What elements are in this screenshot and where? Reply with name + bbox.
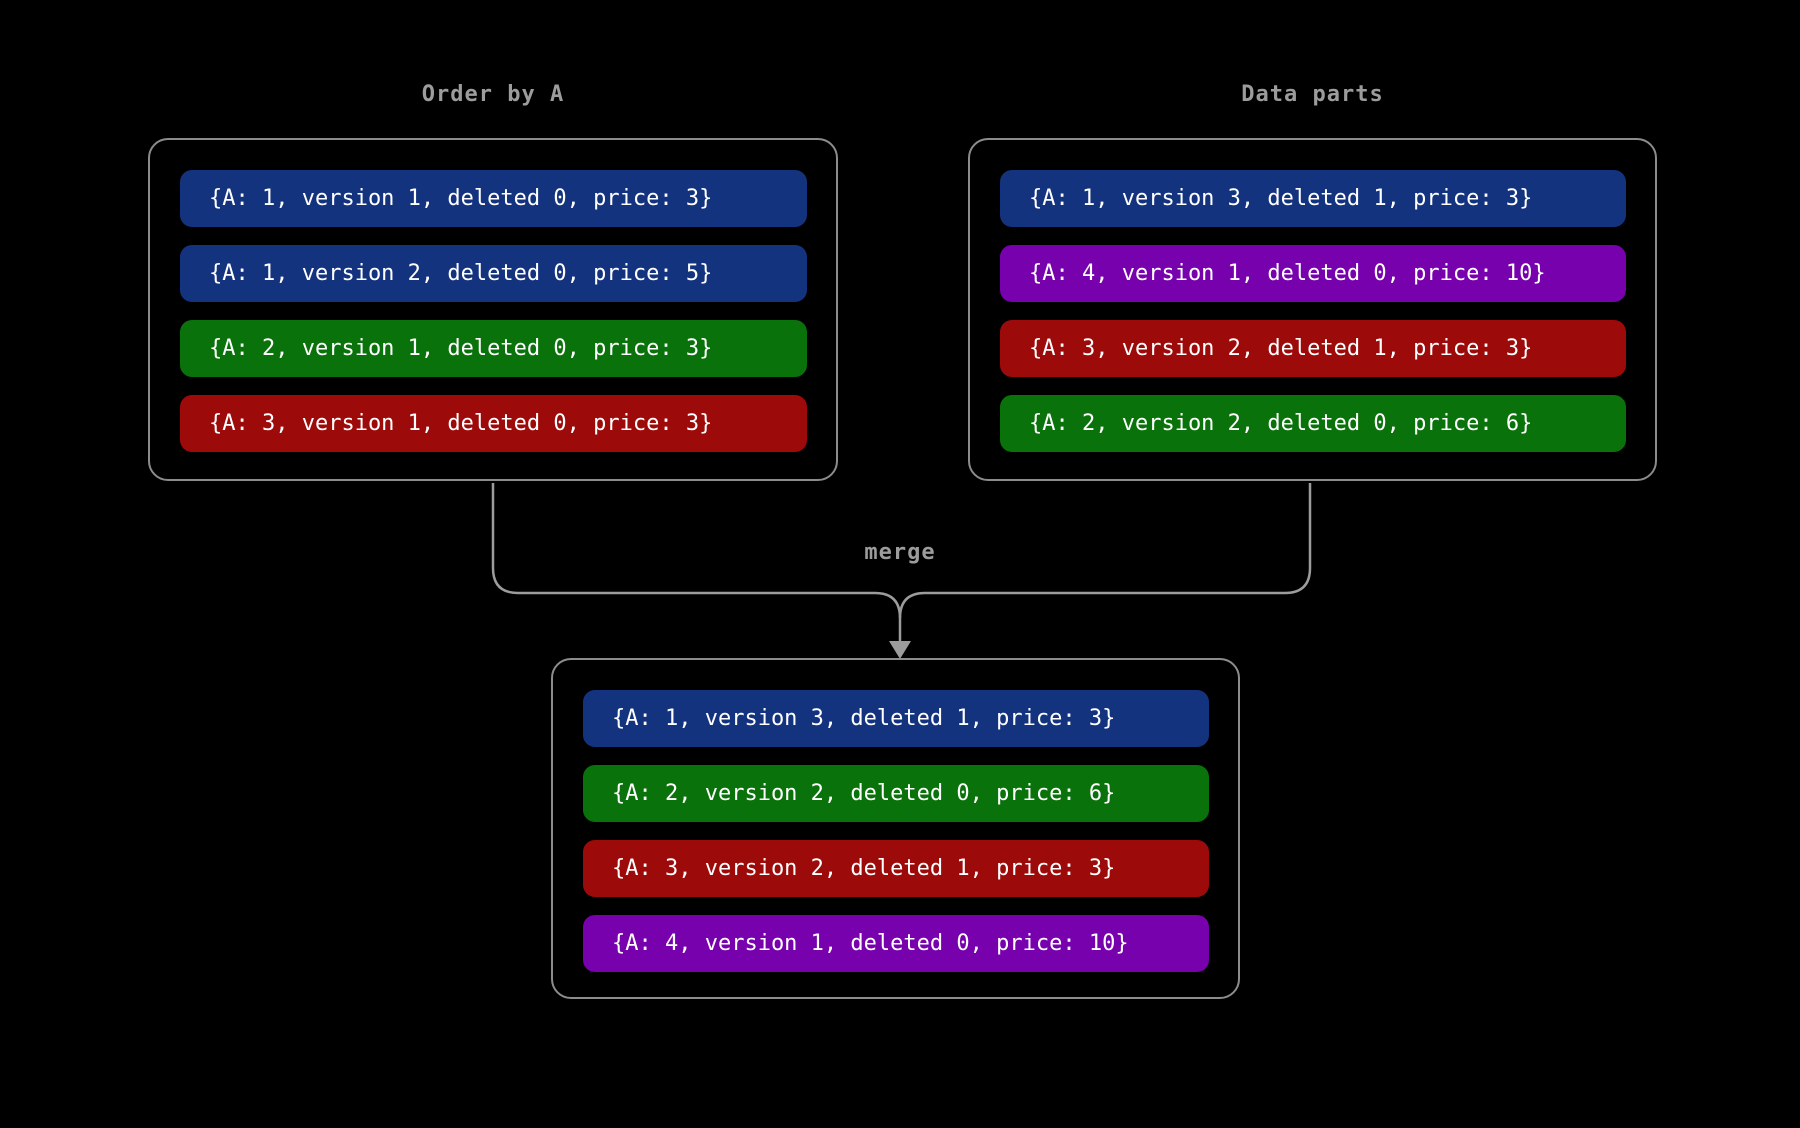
data-row: {A: 1, version 2, deleted 0, price: 5} — [180, 245, 807, 302]
data-row: {A: 2, version 2, deleted 0, price: 6} — [1000, 395, 1626, 452]
data-row: {A: 3, version 2, deleted 1, price: 3} — [1000, 320, 1626, 377]
merge-label: merge — [864, 540, 936, 565]
order-by-a-box: {A: 1, version 1, deleted 0, price: 3} {… — [148, 138, 838, 481]
data-row: {A: 1, version 3, deleted 1, price: 3} — [583, 690, 1209, 747]
data-parts-title: Data parts — [1241, 82, 1384, 107]
data-row: {A: 4, version 1, deleted 0, price: 10} — [583, 915, 1209, 972]
data-parts-box: {A: 1, version 3, deleted 1, price: 3} {… — [968, 138, 1657, 481]
order-by-a-title: Order by A — [421, 82, 565, 107]
data-row: {A: 4, version 1, deleted 0, price: 10} — [1000, 245, 1626, 302]
data-row: {A: 1, version 1, deleted 0, price: 3} — [180, 170, 807, 227]
arrow-down-icon — [889, 641, 911, 659]
merged-result-box: {A: 1, version 3, deleted 1, price: 3} {… — [551, 658, 1240, 999]
data-row: {A: 2, version 1, deleted 0, price: 3} — [180, 320, 807, 377]
data-row: {A: 2, version 2, deleted 0, price: 6} — [583, 765, 1209, 822]
data-row: {A: 1, version 3, deleted 1, price: 3} — [1000, 170, 1626, 227]
data-row: {A: 3, version 1, deleted 0, price: 3} — [180, 395, 807, 452]
data-row: {A: 3, version 2, deleted 1, price: 3} — [583, 840, 1209, 897]
